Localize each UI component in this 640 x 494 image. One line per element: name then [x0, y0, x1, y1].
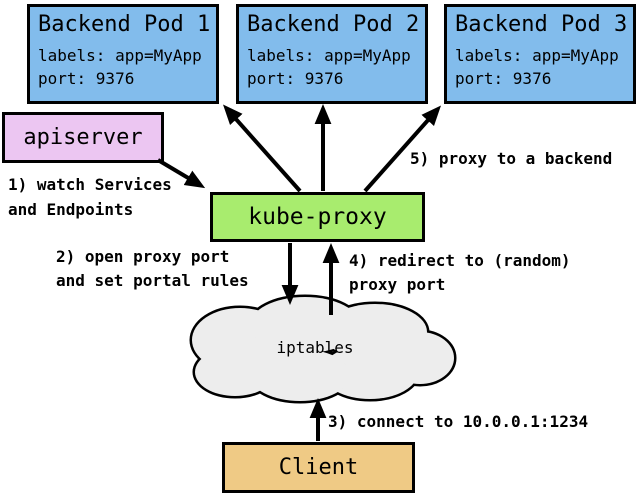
backend-pod-2-box: Backend Pod 2 labels: app=MyApp port: 93… [236, 4, 428, 104]
kube-proxy-box: kube-proxy [210, 192, 425, 242]
client-box: Client [222, 442, 415, 493]
annotation-step-3: 3) connect to 10.0.0.1:1234 [328, 412, 589, 431]
backend-pod-1-box: Backend Pod 1 labels: app=MyApp port: 93… [27, 4, 219, 104]
iptables-cloud-fill [192, 297, 454, 401]
annotation-step-5: 5) proxy to a backend [410, 149, 613, 168]
backend-pod-3-title: Backend Pod 3 [455, 12, 628, 37]
annotation-step-4: 4) redirect to (random) proxy port [349, 251, 571, 294]
backend-pod-1-title: Backend Pod 1 [38, 12, 211, 37]
backend-pod-1-port: port: 9376 [38, 69, 135, 88]
backend-pod-2-title: Backend Pod 2 [247, 12, 420, 37]
annotation-step-1: 1) watch Services and Endpoints [8, 175, 172, 219]
backend-pod-1-labels: labels: app=MyApp [38, 46, 202, 65]
backend-pod-3-labels: labels: app=MyApp [455, 46, 619, 65]
iptables-label: iptables [276, 338, 354, 357]
backend-pod-3-port: port: 9376 [455, 69, 552, 88]
apiserver-box: apiserver [2, 112, 164, 163]
backend-pod-2-port: port: 9376 [247, 69, 344, 88]
backend-pod-3-box: Backend Pod 3 labels: app=MyApp port: 93… [444, 4, 636, 104]
annotation-step-2: 2) open proxy port and set portal rules [56, 247, 249, 290]
backend-pod-2-labels: labels: app=MyApp [247, 46, 411, 65]
